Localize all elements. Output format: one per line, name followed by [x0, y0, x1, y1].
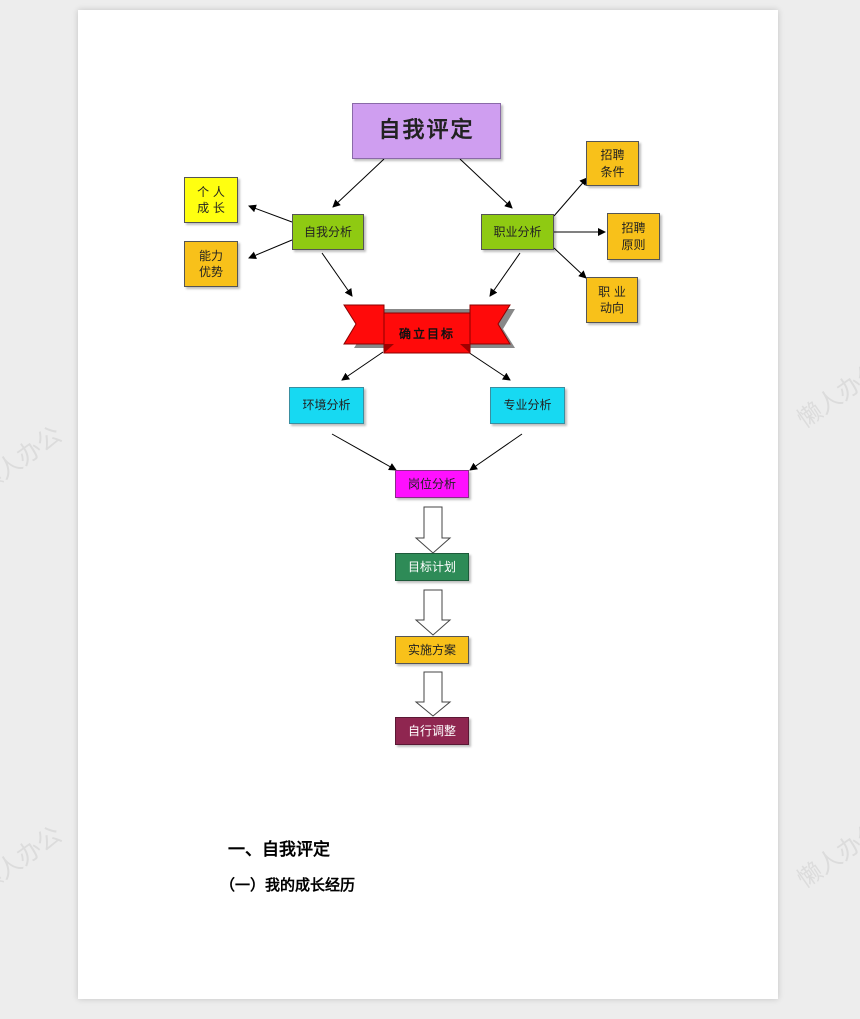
node-implementation-plan: 实施方案 — [395, 636, 469, 664]
node-ability-strength: 能力 优势 — [184, 241, 238, 287]
arrow-self-growth — [248, 204, 293, 223]
subsection-heading: （一）我的成长经历 — [220, 876, 356, 894]
section-heading: 一、自我评定 — [228, 840, 330, 860]
node-environment-analysis: 环境分析 — [289, 387, 364, 424]
arrow-goal-major — [467, 351, 511, 381]
arrow-self-goal — [321, 252, 353, 297]
arrow-career-goal — [489, 252, 521, 297]
arrow-career-trends — [553, 247, 587, 279]
node-major-analysis: 专业分析 — [490, 387, 565, 424]
document-page — [78, 10, 778, 999]
node-self-adjustment: 自行调整 — [395, 717, 469, 745]
node-recruit-principles: 招聘 原则 — [607, 213, 660, 260]
arrow-env-post — [331, 433, 397, 471]
arrow-goal-env — [341, 351, 384, 381]
node-recruit-conditions: 招聘 条件 — [586, 141, 639, 186]
node-personal-growth: 个 人 成 长 — [184, 177, 238, 223]
goal-ribbon-shape — [343, 304, 515, 354]
arrow-career-conditions — [553, 177, 588, 217]
root-node-self-assessment: 自我评定 — [352, 103, 501, 159]
node-self-analysis: 自我分析 — [292, 214, 364, 250]
arrow-major-post — [469, 433, 523, 471]
arrow-self-ability — [248, 239, 293, 259]
node-career-analysis: 职业分析 — [481, 214, 554, 250]
block-arrow-down — [414, 589, 452, 636]
arrow-root-career — [459, 158, 513, 209]
node-goal-plan: 目标计划 — [395, 553, 469, 581]
arrow-root-self — [332, 158, 385, 208]
node-career-trends: 职 业 动向 — [586, 277, 638, 323]
node-establish-goal: 确立目标 — [398, 326, 455, 341]
node-post-analysis: 岗位分析 — [395, 470, 469, 498]
block-arrow-down — [414, 506, 452, 554]
block-arrow-down — [414, 671, 452, 717]
